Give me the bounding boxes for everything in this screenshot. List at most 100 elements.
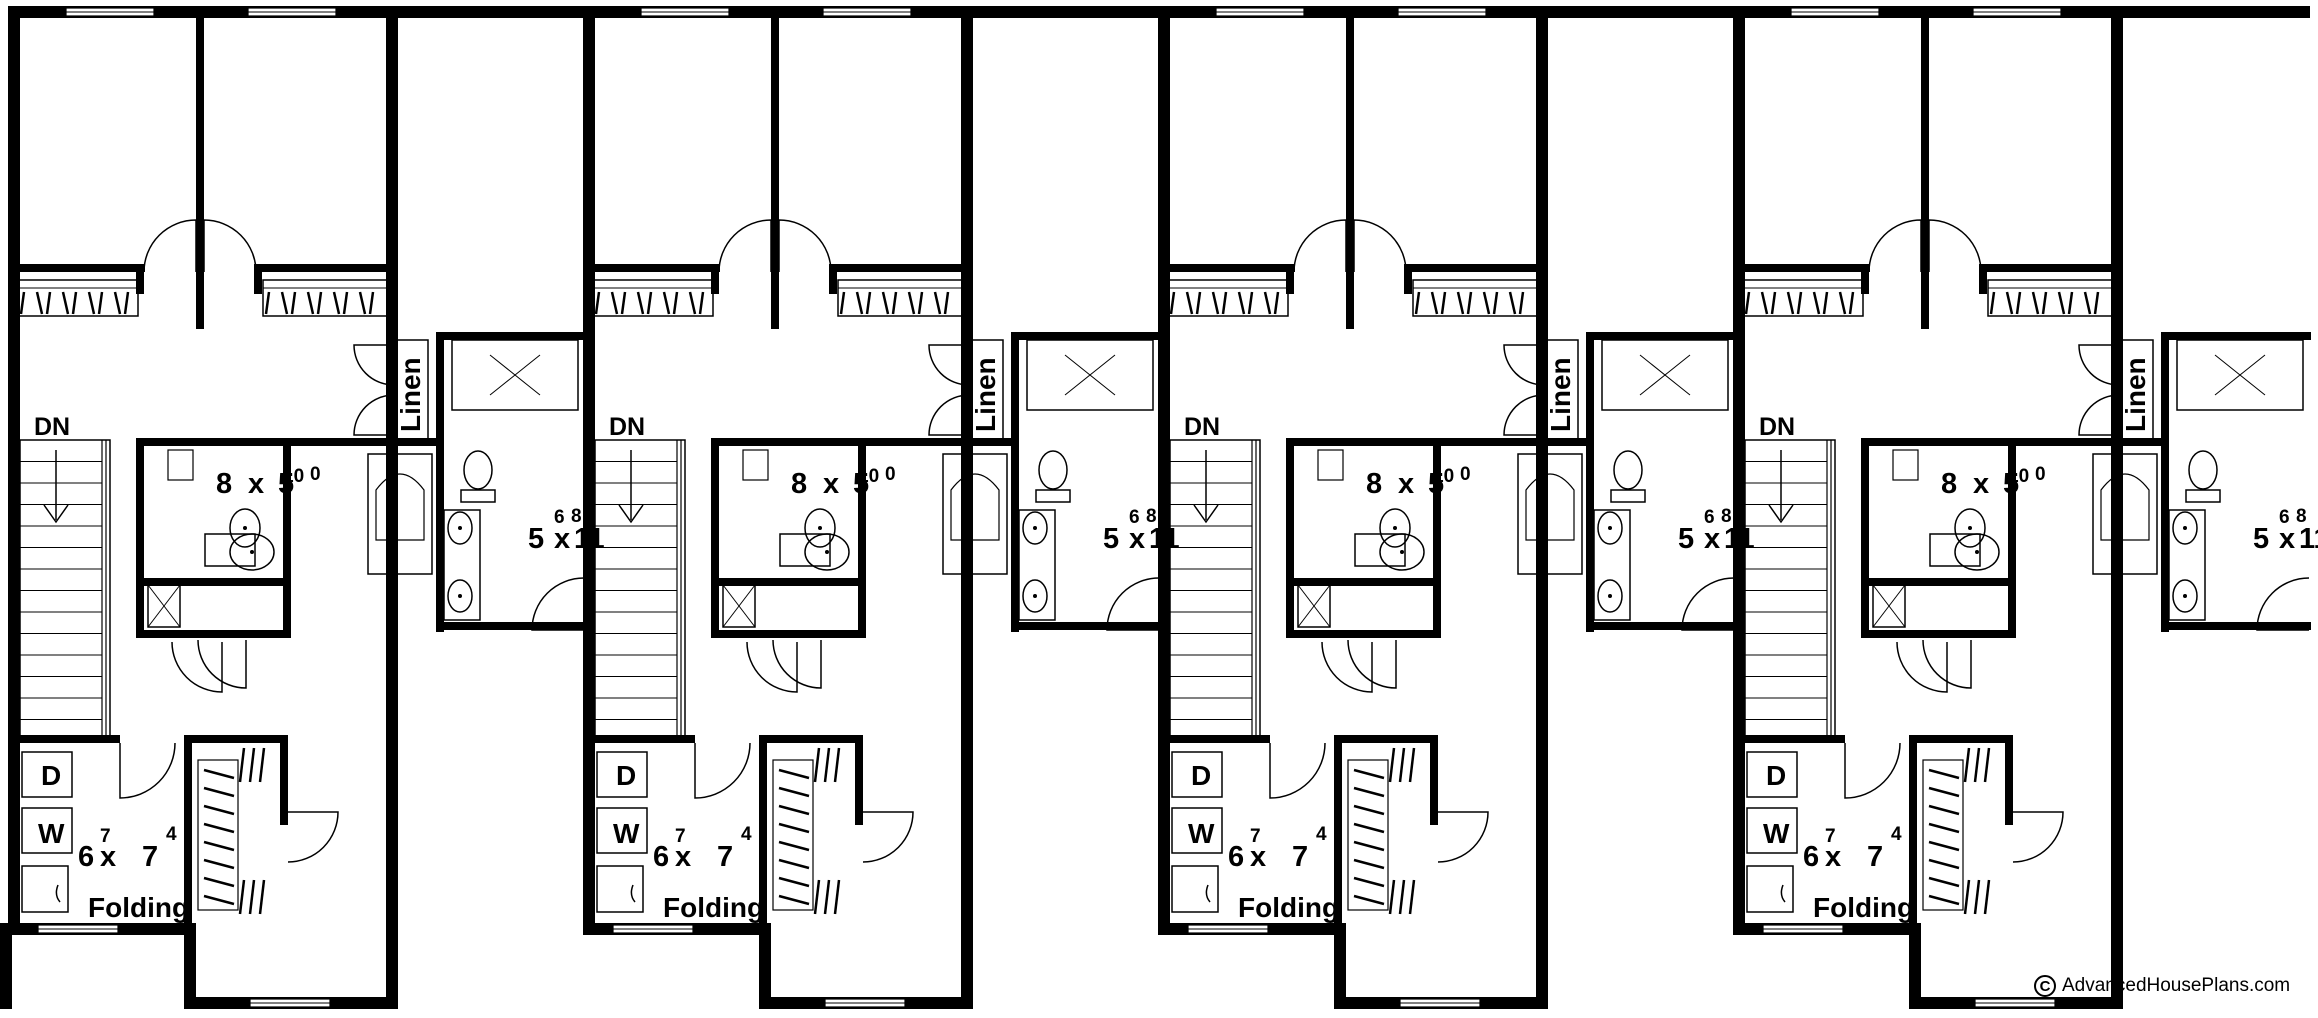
hall-door: [1347, 639, 1397, 689]
bath-2-door: [1681, 577, 1735, 631]
bath1-x: x: [1973, 468, 1989, 500]
walk-in-closet: [1334, 735, 1489, 925]
sink-2b: [447, 579, 473, 613]
laundry: [1158, 735, 1326, 913]
bedroom-door-left: [1293, 219, 1347, 273]
bath2-width-ft: 5: [528, 523, 544, 555]
toilet-1: [1379, 508, 1411, 548]
bath1-depth-in: 0: [2035, 464, 2046, 485]
vanity-2: [1593, 509, 1631, 621]
unit-2: DN810x50Linen56x118DWFolding67x74: [583, 6, 1180, 1009]
closet-rail-right: [1987, 279, 2113, 317]
bath-1: [711, 438, 1011, 693]
laundry-depth-in: 4: [166, 824, 177, 845]
bath2-depth-in: 8: [2296, 506, 2307, 527]
folding-counter: [596, 865, 644, 913]
linen-closet: [1503, 339, 1579, 441]
laundry-width-in: 7: [675, 826, 686, 847]
laundry-x: x: [1250, 841, 1266, 873]
bath2-width-ft: 5: [1678, 523, 1694, 555]
stair: [594, 439, 686, 741]
vanity-top: [167, 449, 194, 481]
closet-door: [862, 811, 914, 863]
bath2-depth-in: 8: [1721, 506, 1732, 527]
bath1-width-ft: 8: [791, 468, 807, 500]
toilet-1: [804, 508, 836, 548]
washer: [596, 807, 648, 854]
linen-closet: [928, 339, 1004, 441]
bath1-depth-ft: 5: [2003, 468, 2019, 500]
closet-shelf: [772, 759, 814, 911]
bath-2: [1011, 332, 1161, 632]
window-bottom: [1974, 998, 2056, 1008]
bath2-width-in: 6: [1704, 507, 1715, 528]
closet-rail-right: [1412, 279, 1538, 317]
hall-door: [1922, 639, 1972, 689]
bath-2-door: [1106, 577, 1160, 631]
stair: [1169, 439, 1261, 741]
linen-door-top: [928, 344, 970, 386]
laundry-width-in: 7: [1250, 826, 1261, 847]
window-top-left: [1790, 7, 1880, 17]
linen-door-bottom: [353, 394, 395, 436]
wall-stub-a: [136, 264, 144, 294]
closet-rail-right: [837, 279, 963, 317]
window-laundry: [612, 924, 694, 934]
bath2-x: x: [554, 523, 570, 555]
linen-door-bottom: [1503, 394, 1545, 436]
closet-shelf: [1347, 759, 1389, 911]
vanity-2: [2168, 509, 2206, 621]
toilet-2: [460, 450, 496, 503]
laundry-depth-ft: 7: [142, 841, 158, 873]
wall-closet-left: [1733, 264, 1870, 272]
dryer: [596, 751, 648, 798]
sink-2a: [1597, 511, 1623, 545]
bedroom-door-right: [1353, 219, 1407, 273]
wall-closet-right: [1404, 264, 1540, 272]
folding-label: Folding: [1238, 892, 1339, 923]
laundry-width-ft: 6: [1803, 841, 1819, 873]
linen-label: Linen: [2120, 357, 2151, 432]
walk-in-closet: [184, 735, 339, 925]
wall-stub-b: [1979, 264, 1987, 294]
linen-label: Linen: [970, 357, 1001, 432]
laundry-depth-in: 4: [741, 824, 752, 845]
closet-shelf: [1922, 759, 1964, 911]
window-top-left: [1215, 7, 1305, 17]
shower-stall-1: [722, 584, 756, 628]
laundry-x: x: [1825, 841, 1841, 873]
bedroom-door-right: [778, 219, 832, 273]
washer: [1171, 807, 1223, 854]
wall-closet-left: [1158, 264, 1295, 272]
wall-bedroom-divider: [196, 6, 204, 329]
bath2-width-in: 6: [1129, 507, 1140, 528]
washer-label: W: [1188, 818, 1215, 849]
laundry-width-ft: 6: [1228, 841, 1244, 873]
linen-door-top: [353, 344, 395, 386]
wall-left: [583, 6, 595, 934]
bath-1: [136, 438, 436, 693]
window-laundry: [1762, 924, 1844, 934]
shower-stall-1: [1872, 584, 1906, 628]
washer-label: W: [38, 818, 65, 849]
wall-party: [2111, 6, 2123, 1009]
stair-label: DN: [1184, 413, 1220, 441]
closet-rail-left: [17, 279, 139, 317]
bath2-width-in: 6: [2279, 507, 2290, 528]
wall-bottom-step: [184, 923, 196, 1009]
dryer: [1171, 751, 1223, 798]
laundry: [583, 735, 751, 913]
hall-door: [197, 639, 247, 689]
bath-1-door: [1896, 641, 1948, 693]
washer: [21, 807, 73, 854]
folding-counter: [1746, 865, 1794, 913]
bath2-width-ft: 5: [2253, 523, 2269, 555]
wall-outer-step: [0, 923, 12, 1009]
toilet-2: [1035, 450, 1071, 503]
folding-label: Folding: [663, 892, 764, 923]
bathtub: [2092, 453, 2158, 575]
wall-closet-right: [1979, 264, 2115, 272]
wall-left: [1733, 6, 1745, 934]
shower-stall-1: [147, 584, 181, 628]
